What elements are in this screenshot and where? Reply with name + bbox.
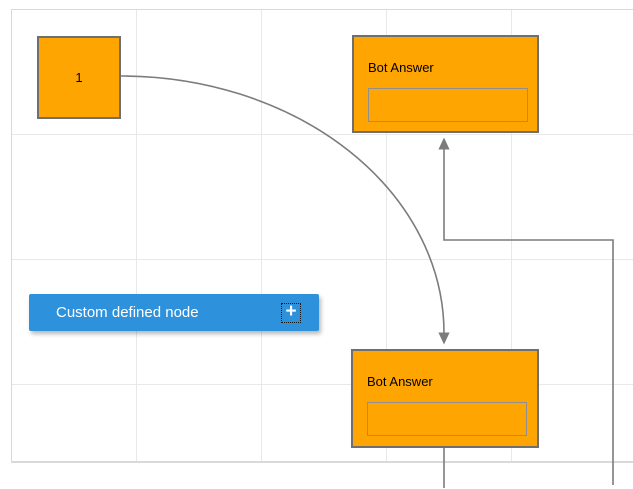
arrowhead-down-icon: [438, 332, 450, 345]
bot-answer-bottom-node[interactable]: Bot Answer: [351, 349, 539, 448]
bot-answer-top-title: Bot Answer: [368, 60, 434, 75]
connector-orthogonal[interactable]: [438, 137, 614, 489]
connector-curved[interactable]: [120, 75, 450, 345]
connector-orthogonal-line[interactable]: [443, 149, 614, 486]
plus-icon: +: [285, 300, 297, 322]
bot-answer-top-input[interactable]: [368, 88, 528, 122]
add-port[interactable]: +: [281, 300, 301, 323]
bot-answer-top-node[interactable]: Bot Answer: [352, 35, 539, 133]
start-node-label: 1: [75, 70, 83, 85]
arrowhead-up-icon: [438, 137, 450, 150]
custom-defined-node[interactable]: Custom defined node +: [29, 294, 319, 331]
start-node[interactable]: 1: [37, 36, 121, 119]
custom-defined-node-label: Custom defined node: [56, 304, 199, 321]
connector-curved-line[interactable]: [120, 75, 445, 334]
bot-answer-bottom-input[interactable]: [367, 402, 527, 436]
bot-answer-bottom-title: Bot Answer: [367, 374, 433, 389]
